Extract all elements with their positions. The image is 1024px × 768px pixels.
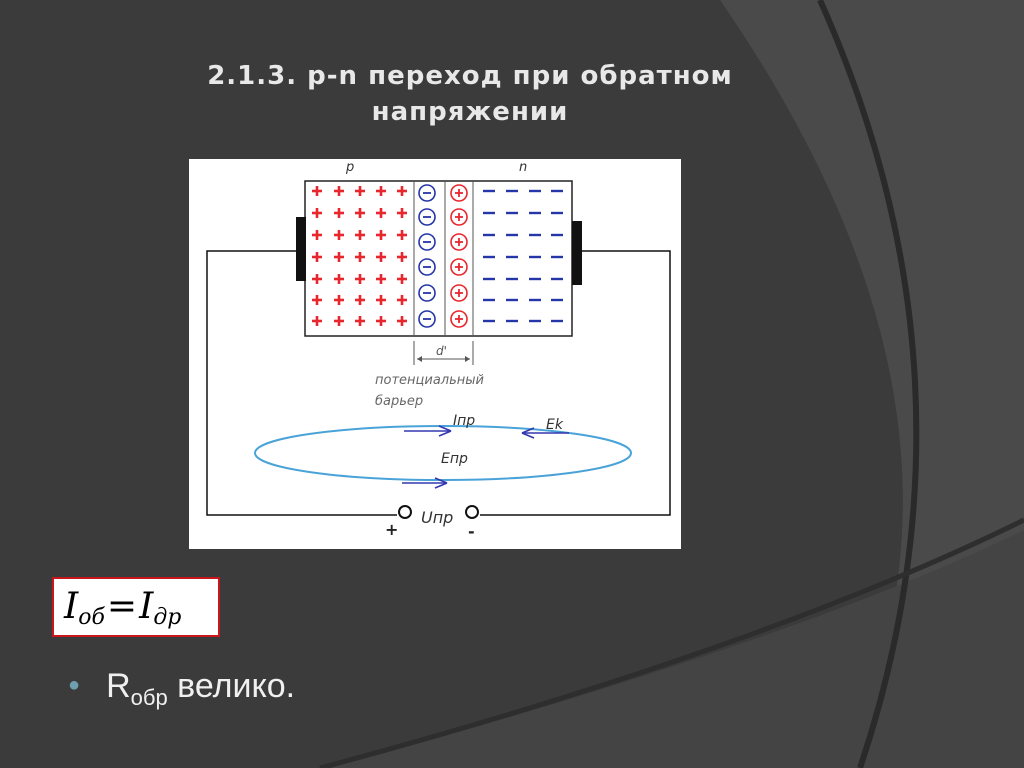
negative-ion-icon [418,258,436,276]
n-region-electrons [483,189,563,323]
right-electrode [572,221,582,285]
hole-plus-icon [312,274,322,284]
slide-title-line1: 2.1.3. p-n переход при обратном [207,61,733,91]
hole-plus-icon [355,295,365,305]
negative-ion-icon [418,310,436,328]
hole-plus-icon [397,186,407,196]
hole-plus-icon [334,274,344,284]
positive-ion-icon [450,284,468,302]
pn-junction-diagram: p n d' потенциальный барьер Uпр + - Iпр … [189,159,681,549]
slide-title-line2: напряжении [371,97,569,127]
hole-plus-icon [334,295,344,305]
hole-plus-icon [355,186,365,196]
current-equality-formula: Iоб=Iдр [52,577,220,637]
circuit-wire-right [480,250,671,516]
resistance-subscript: обр [130,685,168,710]
bullet-text: велико. [167,667,296,705]
voltage-label: Uпр [421,508,453,527]
negative-ion-icon [418,208,436,226]
hole-plus-icon [376,316,386,326]
hole-plus-icon [376,186,386,196]
hole-plus-icon [397,316,407,326]
hole-plus-icon [355,316,365,326]
barrier-label-line1: потенциальный [375,373,484,388]
hole-plus-icon [312,230,322,240]
hole-plus-icon [376,230,386,240]
epr-label: Eпр [441,451,468,467]
negative-ions [418,184,436,328]
barrier-label-line2: барьер [375,394,423,409]
current-label: Iпр [453,413,475,429]
positive-ion-icon [450,310,468,328]
negative-ion-icon [418,233,436,251]
hole-plus-icon [397,230,407,240]
terminal-positive [398,505,412,519]
hole-plus-icon [397,252,407,262]
current-arrow-head [438,425,452,437]
p-region-label: p [345,160,354,175]
positive-ions [450,184,468,328]
hole-plus-icon [397,274,407,284]
ek-arrow-head [521,427,535,439]
field-loop [254,425,632,481]
positive-ion-icon [450,233,468,251]
hole-plus-icon [355,274,365,284]
hole-plus-icon [312,316,322,326]
formula-lhs-subscript: об [78,605,105,630]
hole-plus-icon [334,252,344,262]
hole-plus-icon [312,252,322,262]
minus-label: - [468,522,475,541]
p-region-holes [312,186,407,326]
formula-lhs: I [64,586,79,627]
hole-plus-icon [397,295,407,305]
n-region-label: n [519,160,527,175]
hole-plus-icon [355,230,365,240]
formula-rhs: I [139,586,154,627]
positive-ion-icon [450,184,468,202]
barrier-width-label: d' [436,344,447,358]
positive-ion-icon [450,208,468,226]
circuit-wire-left [206,250,397,516]
hole-plus-icon [376,208,386,218]
positive-ion-icon [450,258,468,276]
hole-plus-icon [334,208,344,218]
hole-plus-icon [376,252,386,262]
bullet-item: ● Rобр велико. [68,660,295,710]
left-electrode [296,217,306,281]
hole-plus-icon [334,230,344,240]
background-wave [330,530,1024,768]
hole-plus-icon [397,208,407,218]
negative-ion-icon [418,284,436,302]
crystal-body [304,180,573,337]
hole-plus-icon [376,274,386,284]
formula-rhs-subscript: др [153,605,182,630]
ek-label: Ek [546,417,564,433]
hole-plus-icon [376,295,386,305]
resistance-symbol: R [106,667,131,705]
negative-ion-icon [418,184,436,202]
formula-equals: = [106,586,138,627]
hole-plus-icon [312,295,322,305]
epr-arrow-head [434,477,448,489]
hole-plus-icon [312,186,322,196]
slide-title: 2.1.3. p-n переход при обратном напряжен… [120,58,820,130]
plus-label: + [385,520,398,539]
hole-plus-icon [355,252,365,262]
terminal-negative [465,505,479,519]
hole-plus-icon [312,208,322,218]
hole-plus-icon [334,316,344,326]
hole-plus-icon [334,186,344,196]
hole-plus-icon [355,208,365,218]
bullet-dot-icon: ● [68,674,81,696]
